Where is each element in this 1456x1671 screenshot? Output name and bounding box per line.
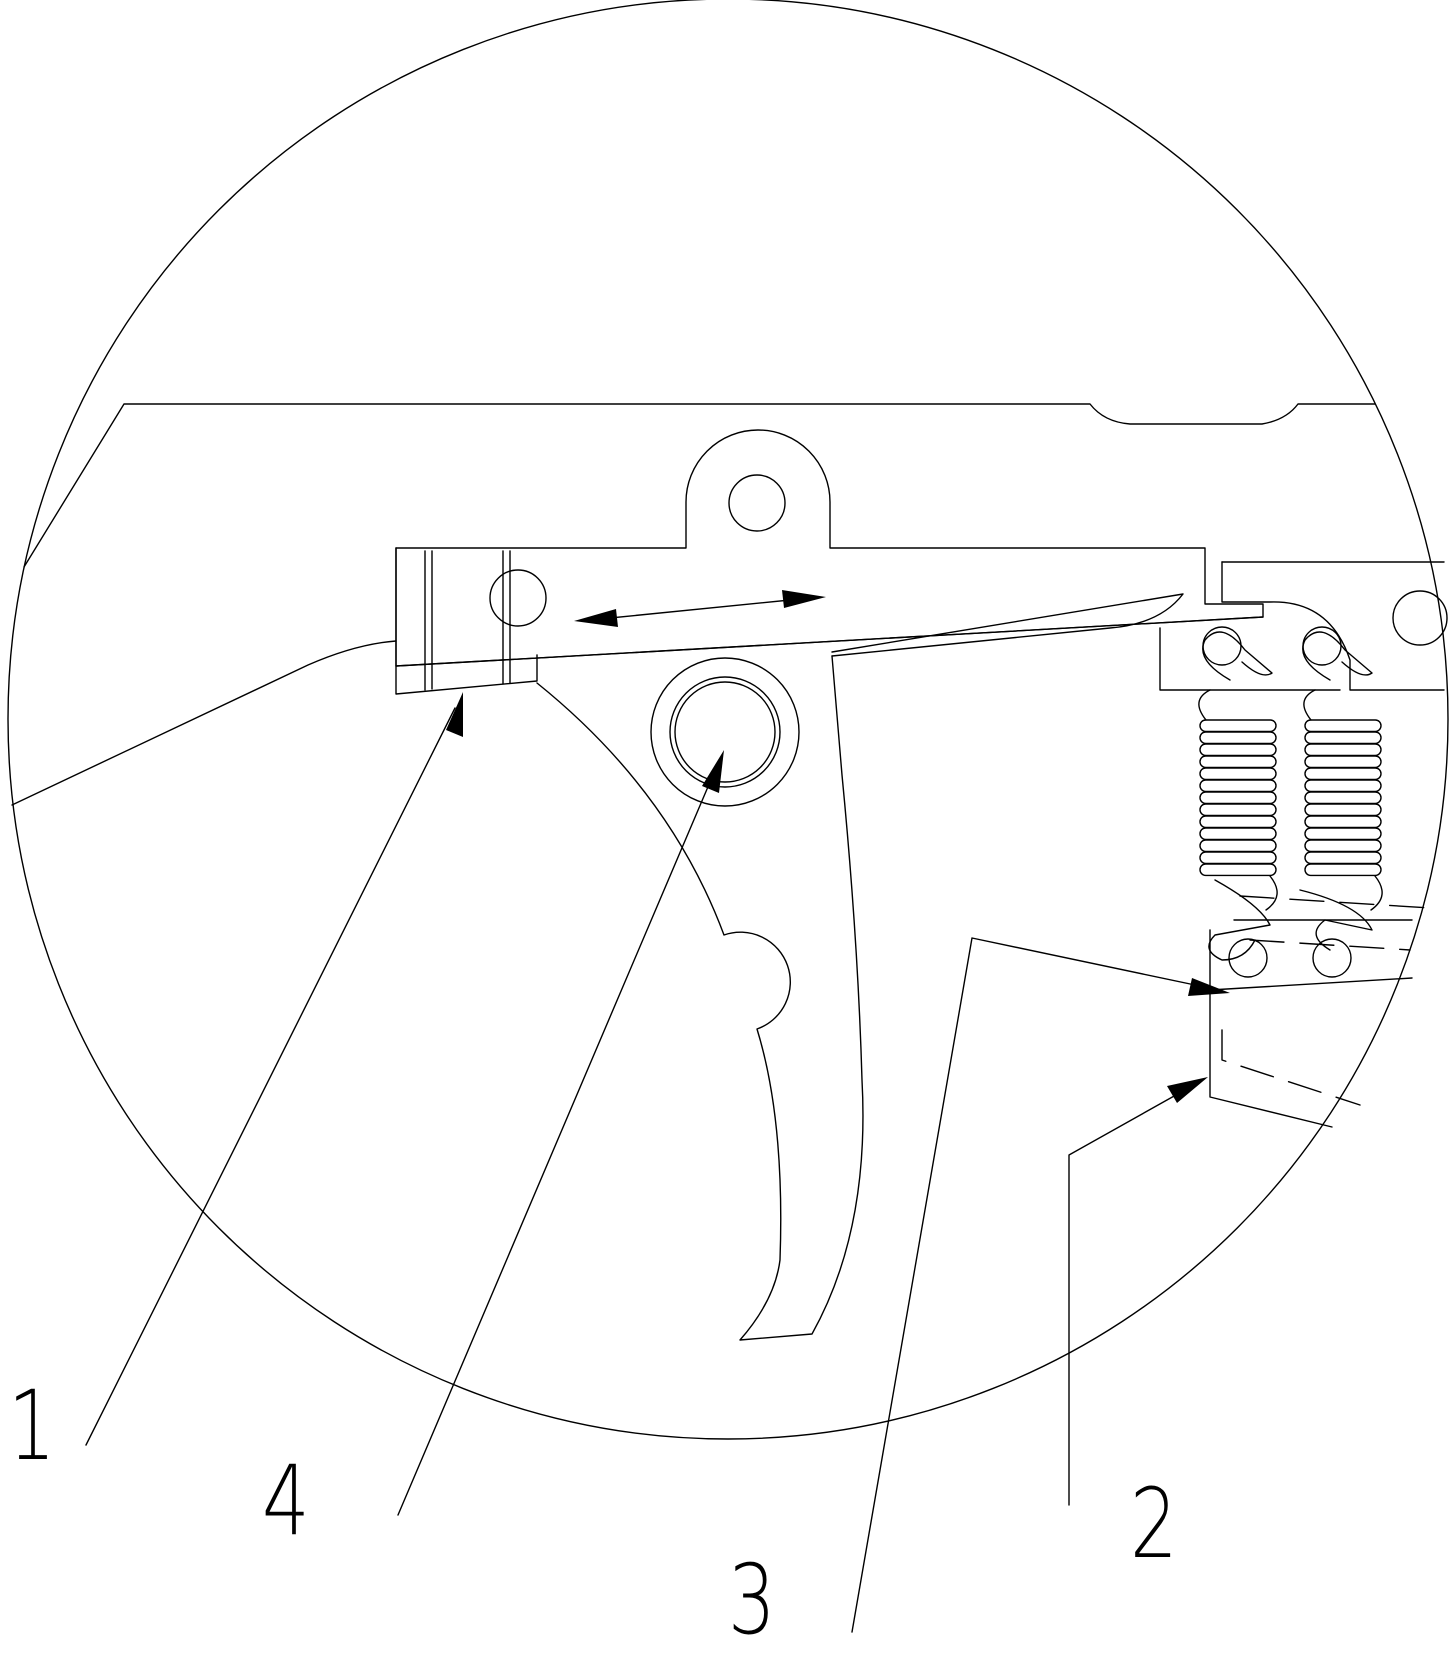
lever-slot <box>831 593 1184 657</box>
spring-coil <box>1199 791 1277 805</box>
leader-line-3 <box>851 937 1215 1633</box>
spring-coil <box>1304 767 1382 781</box>
motion-arrowhead-right <box>782 590 826 608</box>
spring-lead-top <box>1198 689 1211 721</box>
spring-coil <box>1304 839 1382 853</box>
leader-line-4 <box>397 774 714 1516</box>
spring-coil <box>1304 827 1382 841</box>
spring-coil <box>1304 731 1382 745</box>
spring-hook-top-right <box>1302 631 1373 681</box>
sear-hidden-edge-3 <box>1239 895 1431 909</box>
callout-label-3: 3 <box>728 1544 776 1656</box>
spring-coil <box>1304 803 1382 817</box>
spring-coil <box>1199 755 1277 769</box>
leader-line-2 <box>1068 1085 1193 1506</box>
spring-lead-bottom <box>1265 875 1278 911</box>
spring-lead-top <box>1303 689 1316 721</box>
spring-coil <box>1199 803 1277 817</box>
housing-top-contour <box>23 403 1376 568</box>
spring-coil <box>1304 755 1382 769</box>
callout-label-4: 4 <box>262 1445 310 1557</box>
lever-body <box>395 429 1264 667</box>
spring-coil <box>1304 791 1382 805</box>
spring-coil <box>1199 839 1277 853</box>
spring-coil <box>1304 743 1382 757</box>
spring-coil <box>1199 731 1277 745</box>
spring-hook-bottom-right <box>1299 889 1373 951</box>
right-block-face <box>1221 561 1445 691</box>
spring-hook-top-left <box>1202 631 1273 681</box>
lever-bottom-edge <box>395 616 1264 667</box>
sear-top-edge <box>1209 929 1413 991</box>
spring-coil <box>1304 851 1382 865</box>
spring-coil <box>1199 863 1277 877</box>
pivot-boss-ring <box>669 676 781 788</box>
spring-hook-bottom-left <box>1208 879 1271 961</box>
spring-coil <box>1199 779 1277 793</box>
leader-arrowhead-2 <box>1167 1077 1208 1103</box>
right-block-hole <box>1392 590 1448 646</box>
spring-coil <box>1199 815 1277 829</box>
spring-coil <box>1199 827 1277 841</box>
leader-line-1 <box>85 707 456 1446</box>
sear-hidden-edge <box>1221 1029 1361 1106</box>
pivot-boss-inner <box>674 681 776 783</box>
spring-eye-top-right <box>1302 626 1342 666</box>
callout-label-2: 2 <box>1130 1468 1178 1580</box>
tension-spring-right <box>1303 689 1383 911</box>
detail-view-circle <box>7 0 1449 1440</box>
spring-coil <box>1304 779 1382 793</box>
spring-lead-bottom <box>1370 875 1383 911</box>
tension-spring-left <box>1198 689 1278 911</box>
motion-arrowhead-left <box>574 609 618 627</box>
spring-coil <box>1199 851 1277 865</box>
spring-coil <box>1199 743 1277 757</box>
lug-pivot-hole <box>728 474 786 532</box>
leader-arrowhead-3 <box>1188 978 1230 996</box>
leader-arrowhead-4 <box>702 750 724 793</box>
spring-coil <box>1304 815 1382 829</box>
spring-eye-bottom-right <box>1312 938 1352 978</box>
spring-coil <box>1199 767 1277 781</box>
spring-coil <box>1304 863 1382 877</box>
motion-arrow-shaft <box>599 599 791 620</box>
callout-label-1: 1 <box>8 1370 56 1482</box>
sear-block <box>1209 989 1333 1128</box>
leader-arrowhead-1 <box>446 692 463 737</box>
spring-eye-bottom-left <box>1228 938 1268 978</box>
end-block-hole <box>489 569 547 627</box>
housing-lower-contour <box>11 640 397 806</box>
spring-coil <box>1304 719 1382 733</box>
spring-coil <box>1199 719 1277 733</box>
spring-anchor-block <box>1159 627 1341 691</box>
pivot-boss-outer <box>650 657 800 807</box>
sear-hidden-edge-2 <box>1249 939 1411 951</box>
trigger <box>536 655 864 1341</box>
spring-eye-top-left <box>1202 626 1242 666</box>
lever-end-block <box>395 547 538 695</box>
